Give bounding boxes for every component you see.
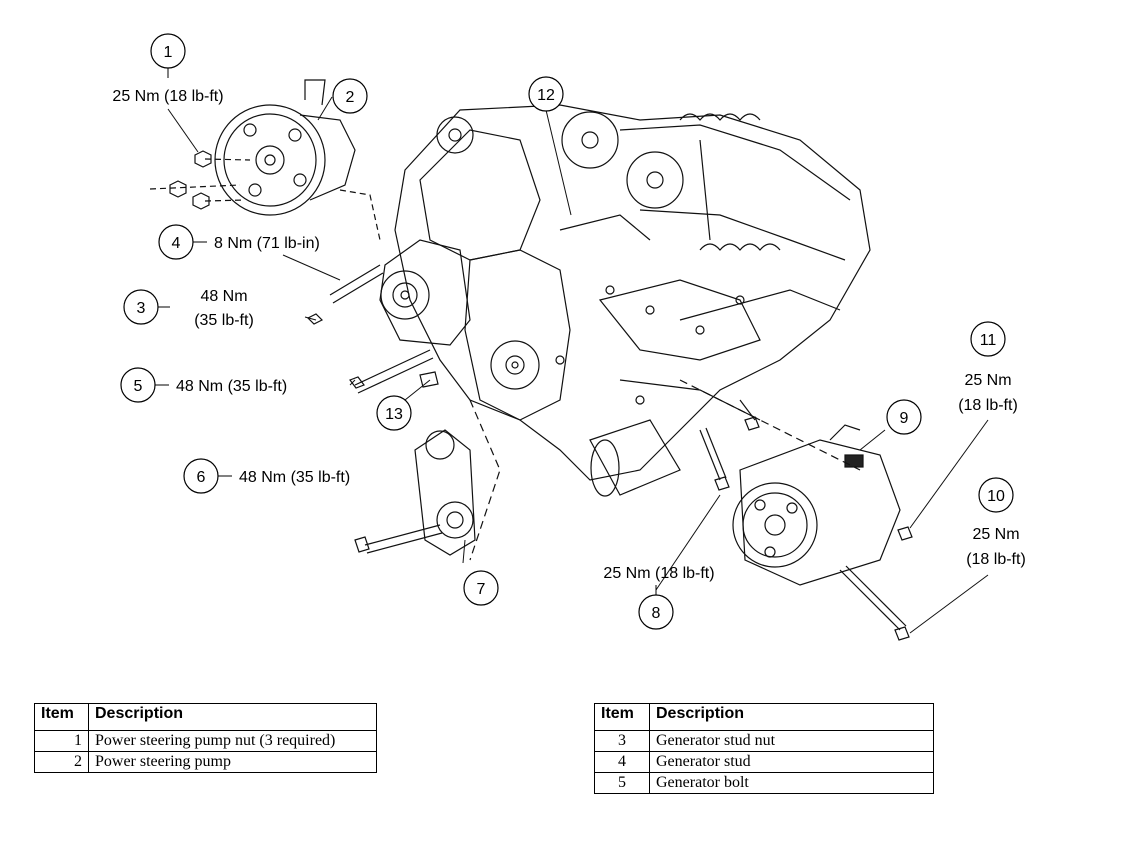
leader-lines: [167, 96, 989, 634]
callout-number: 11: [980, 332, 997, 349]
table-row: 2 Power steering pump: [34, 751, 377, 773]
ac-compressor: [679, 379, 913, 641]
torque-spec: 8 Nm (71 lb-in): [214, 235, 320, 252]
item-number: 3: [594, 730, 650, 752]
legend-table-left: Item Description 1 Power steering pump n…: [34, 703, 377, 773]
callout-number: 13: [385, 406, 403, 423]
item-number: 1: [34, 730, 89, 752]
legend-table-right: Item Description 3 Generator stud nut 4 …: [594, 703, 934, 794]
table-header-row: Item Description: [34, 703, 377, 731]
callout-5: 5 48 Nm (35 lb-ft): [120, 367, 287, 403]
callout-number: 4: [172, 235, 181, 252]
callout-number: 9: [900, 410, 909, 427]
callout-number: 5: [134, 378, 143, 395]
callout-number: 12: [537, 87, 555, 104]
callout-number: 8: [652, 605, 661, 622]
torque-spec: 25 Nm (18 lb-ft): [112, 88, 223, 105]
callout-3: 3 48 Nm (35 lb-ft): [123, 288, 254, 329]
column-header-item: Item: [34, 703, 89, 731]
callout-6: 6 48 Nm (35 lb-ft): [183, 458, 350, 494]
torque-spec: 48 Nm (35 lb-ft): [239, 469, 350, 486]
torque-spec: (18 lb-ft): [966, 551, 1026, 568]
item-description: Generator stud nut: [649, 730, 934, 752]
torque-spec: (35 lb-ft): [194, 312, 254, 329]
table-row: 1 Power steering pump nut (3 required): [34, 730, 377, 752]
callout-number: 1: [164, 44, 173, 61]
callout-7: 7: [463, 570, 499, 606]
callout-4: 4 8 Nm (71 lb-in): [158, 224, 320, 260]
callout-number: 7: [477, 581, 486, 598]
callout-number: 2: [346, 89, 355, 106]
table-row: 3 Generator stud nut: [594, 730, 934, 752]
torque-spec: 25 Nm: [964, 372, 1011, 389]
engine-illustration: [394, 104, 871, 497]
power-steering-pump: [149, 79, 356, 216]
torque-spec: 25 Nm (18 lb-ft): [603, 565, 714, 582]
callout-12: 12: [528, 76, 564, 112]
belt-tensioner: [354, 399, 501, 561]
callout-number: 10: [987, 488, 1005, 505]
engine-accessory-diagram: 1 25 Nm (18 lb-ft) 2 3 48 Nm (35 lb-ft) …: [112, 33, 1026, 641]
item-number: 2: [34, 751, 89, 773]
item-description: Generator stud: [649, 751, 934, 773]
table-header-row: Item Description: [594, 703, 934, 731]
generator: [306, 189, 471, 394]
item-number: 4: [594, 751, 650, 773]
item-description: Power steering pump nut (3 required): [88, 730, 377, 752]
torque-spec: 25 Nm: [972, 526, 1019, 543]
callout-13: 13: [376, 395, 412, 431]
callout-1: 1 25 Nm (18 lb-ft): [112, 33, 224, 105]
column-header-description: Description: [88, 703, 377, 731]
callout-9: 9: [886, 399, 922, 435]
table-row: 4 Generator stud: [594, 751, 934, 773]
column-header-item: Item: [594, 703, 650, 731]
item-description: Power steering pump: [88, 751, 377, 773]
item-number: 5: [594, 772, 650, 794]
callout-11: 11 25 Nm (18 lb-ft): [958, 321, 1018, 414]
callout-number: 3: [137, 300, 146, 317]
torque-spec: (18 lb-ft): [958, 397, 1018, 414]
callout-number: 6: [197, 469, 206, 486]
callout-2: 2: [332, 78, 368, 114]
callout-8: 8 25 Nm (18 lb-ft): [603, 565, 715, 630]
torque-spec: 48 Nm: [200, 288, 247, 305]
callout-10: 10 25 Nm (18 lb-ft): [966, 477, 1026, 568]
table-row: 5 Generator bolt: [594, 772, 934, 794]
column-header-description: Description: [649, 703, 934, 731]
item-description: Generator bolt: [649, 772, 934, 794]
torque-spec: 48 Nm (35 lb-ft): [176, 378, 287, 395]
